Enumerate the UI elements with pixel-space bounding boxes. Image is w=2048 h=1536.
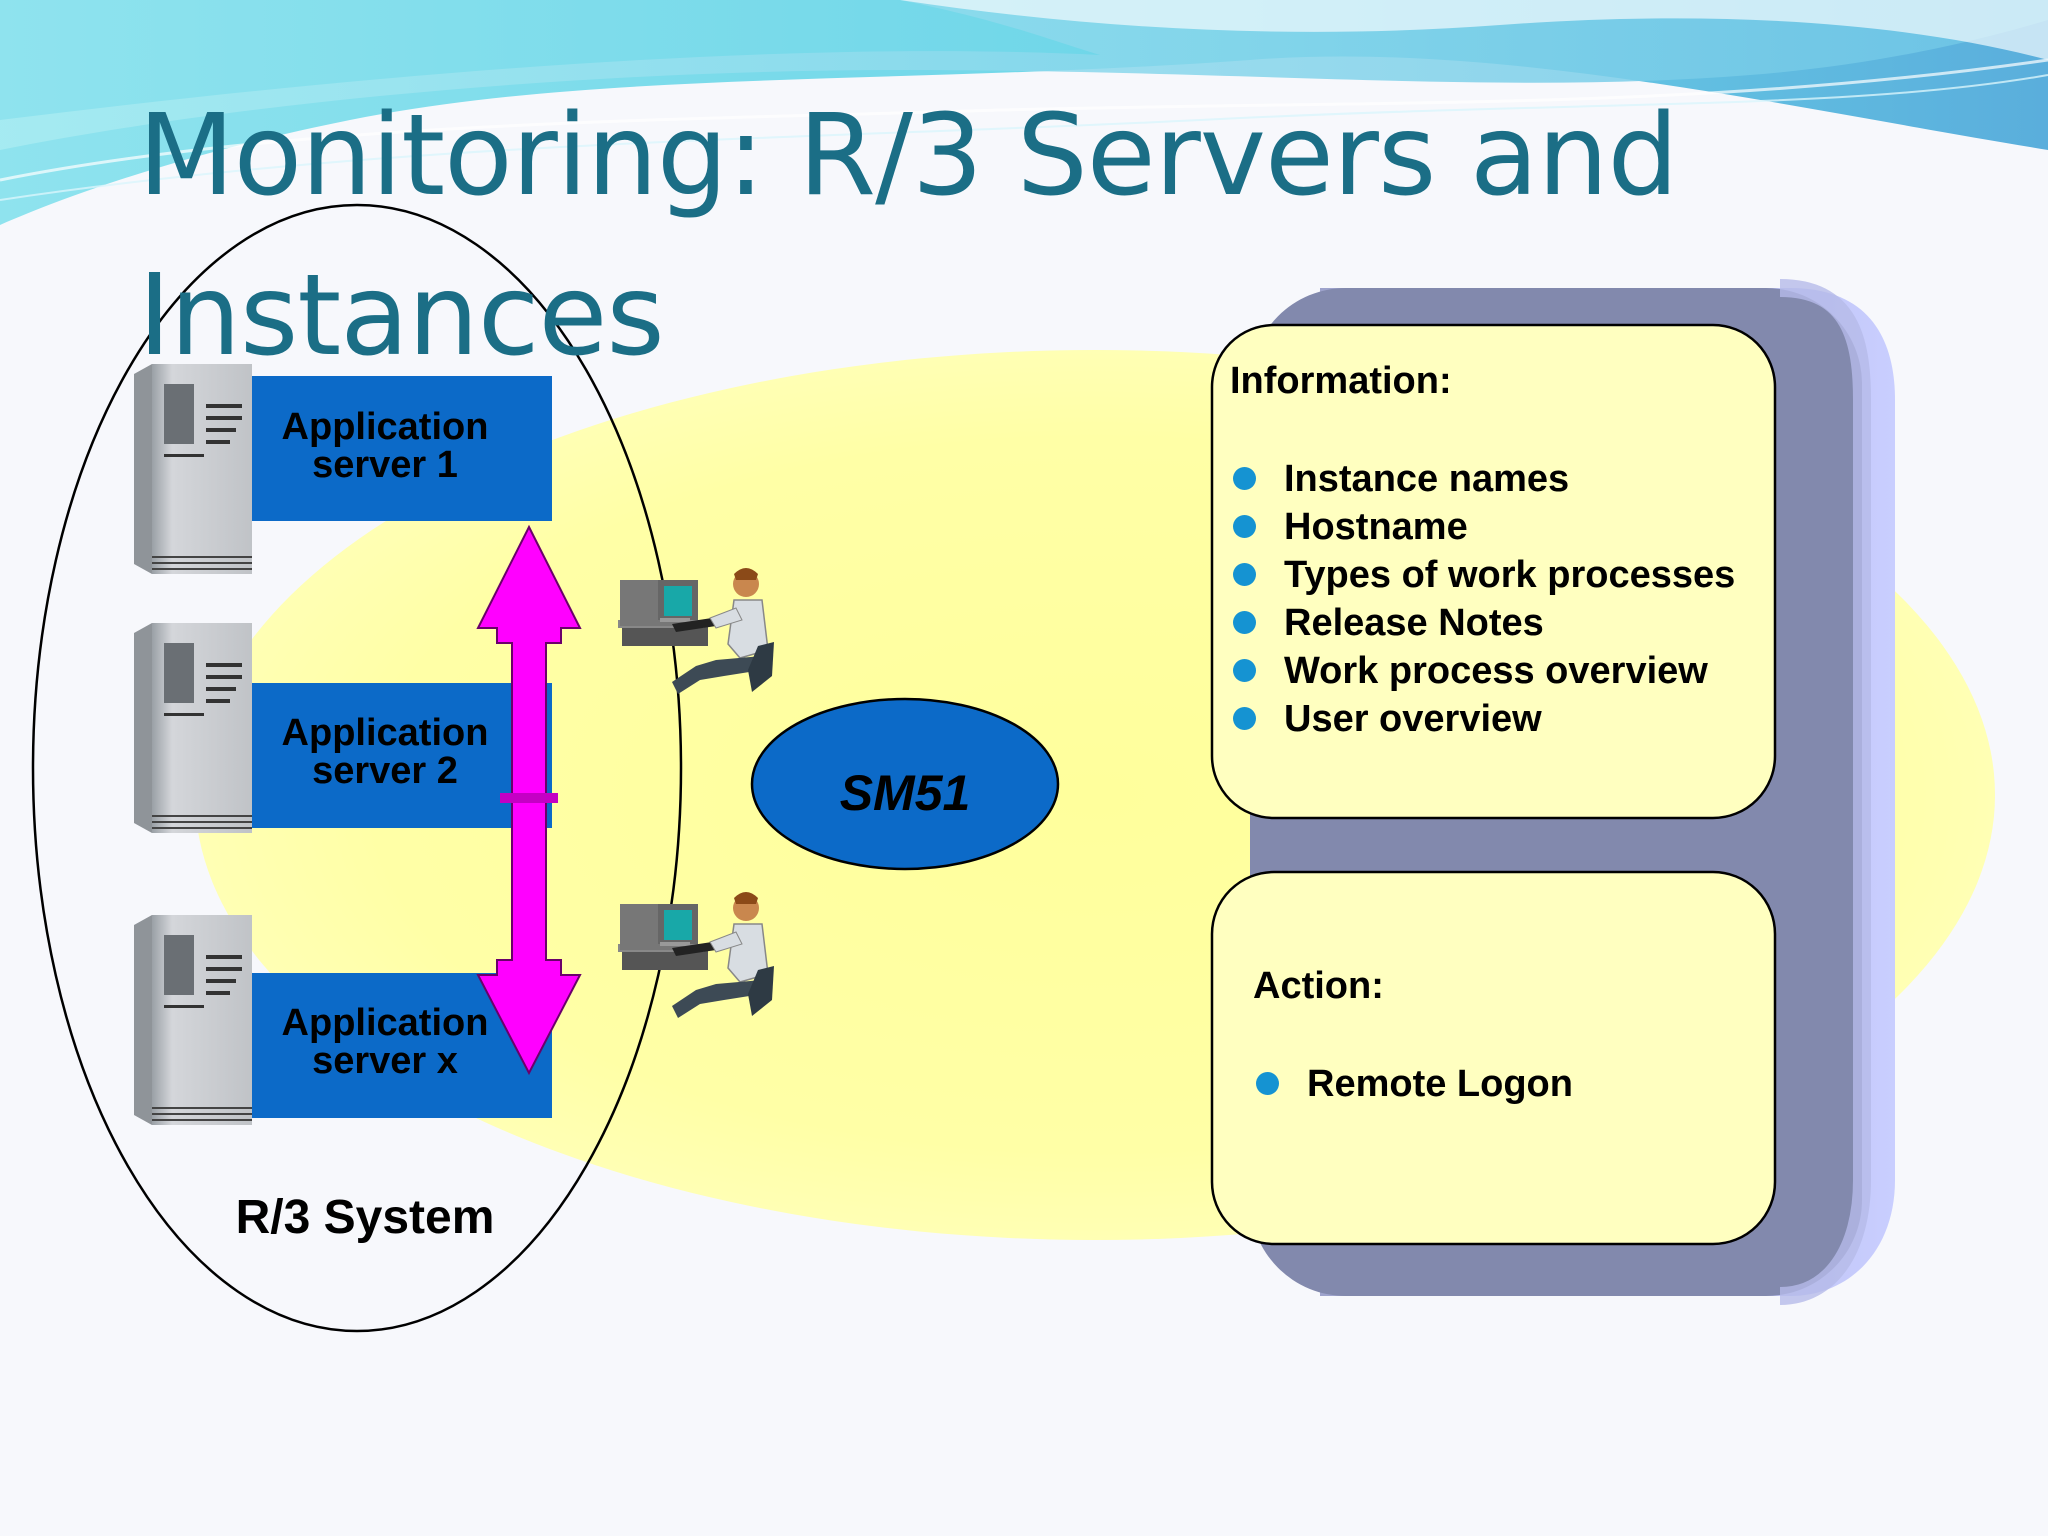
list-item: Release Notes <box>1233 599 1735 647</box>
transaction-label: SM51 <box>839 765 971 821</box>
action-heading: Action: <box>1253 965 1384 1007</box>
list-item: Instance names <box>1233 455 1735 503</box>
server-label-line2: server 1 <box>312 444 458 486</box>
server-block-1 <box>248 376 552 521</box>
transaction-ellipse <box>750 697 1060 871</box>
server-tower-icon <box>134 623 252 833</box>
server-label-line1: Application <box>281 406 489 448</box>
system-label: R/3 System <box>235 1191 495 1244</box>
user-workstation-icon <box>618 892 774 1018</box>
server-tower-icon <box>134 364 252 574</box>
server-label-line2: server x <box>312 1040 458 1082</box>
double-arrow-icon <box>476 524 582 1076</box>
user-workstation-icon <box>618 568 774 694</box>
information-heading: Information: <box>1230 360 1452 402</box>
list-item: Work process overview <box>1233 647 1735 695</box>
list-item: Hostname <box>1233 503 1735 551</box>
server-block-2 <box>248 683 552 828</box>
information-box <box>1210 323 1777 820</box>
server-label-line2: server 2 <box>312 750 458 792</box>
server-label-line1: Application <box>281 712 489 754</box>
list-item: Remote Logon <box>1256 1060 1573 1108</box>
server-label-1: Application server 1 <box>250 408 520 484</box>
list-item: Types of work processes <box>1233 551 1735 599</box>
server-label-2: Application server 2 <box>250 714 520 790</box>
information-list: Instance names Hostname Types of work pr… <box>1233 455 1735 743</box>
r3-system-boundary <box>31 203 683 1333</box>
server-label-line1: Application <box>281 1002 489 1044</box>
action-box <box>1210 870 1777 1246</box>
server-label-x: Application server x <box>250 1004 520 1080</box>
list-item: User overview <box>1233 695 1735 743</box>
slide-title: Monitoring: R/3 Servers and Instances <box>138 91 1679 381</box>
action-list: Remote Logon <box>1256 1060 1573 1108</box>
server-tower-icon <box>134 915 252 1125</box>
header-wave <box>0 0 2048 225</box>
